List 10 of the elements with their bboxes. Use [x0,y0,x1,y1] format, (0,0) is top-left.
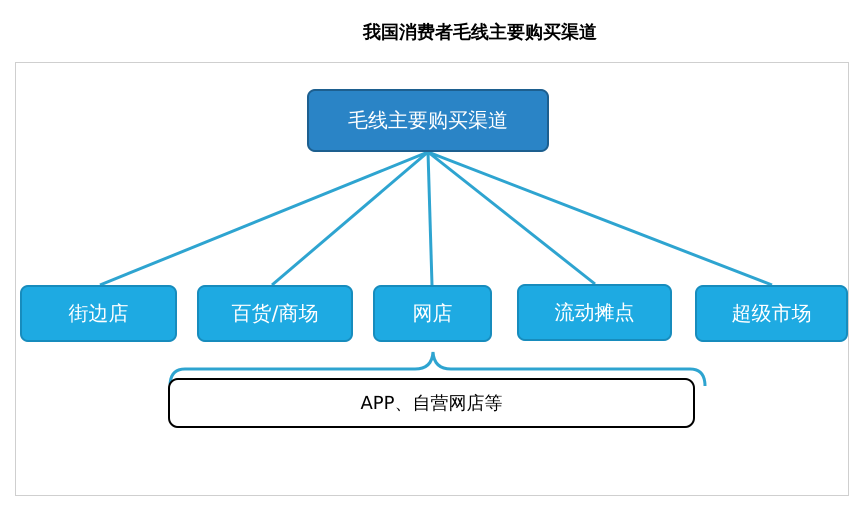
channel-box: 百货/商场 [197,285,353,342]
diagram-title: 我国消费者毛线主要购买渠道 [362,21,598,44]
note-box: APP、自营网店等 [168,378,695,428]
channel-box: 超级市场 [695,285,848,342]
channel-box: 网店 [373,285,492,342]
channel-box: 毛线主要购买渠道 [307,89,549,152]
channel-box: 街边店 [20,285,177,342]
connector-line [427,150,773,286]
connector-line [426,152,434,286]
channel-box: 流动摊点 [517,284,672,341]
